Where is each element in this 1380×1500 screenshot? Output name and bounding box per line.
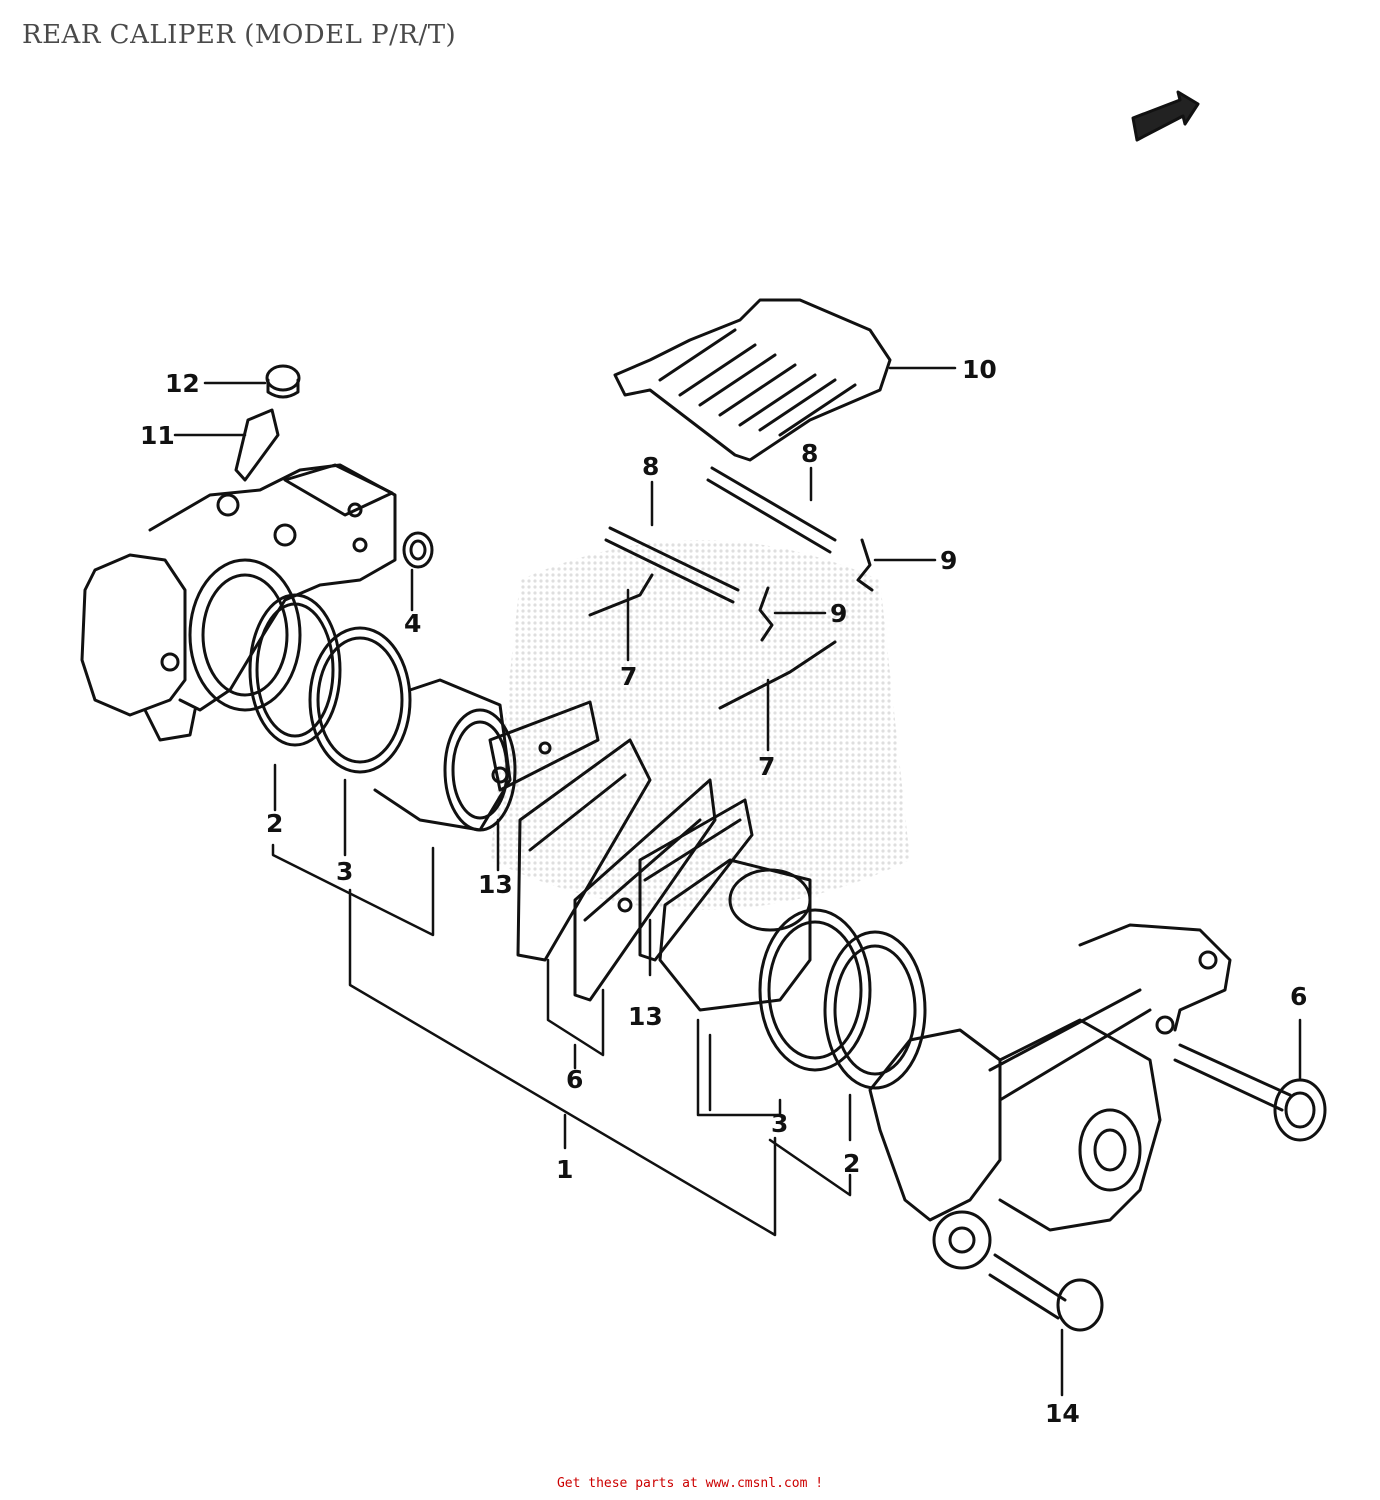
callout-labels: 12 11 10 8 8 9 9 4 7 7 2 3 13 13 6 1 3 2… <box>140 355 1307 1428</box>
spring-clip-7-upper <box>588 573 654 617</box>
callout-8a: 8 <box>642 452 659 481</box>
piston-seal-left <box>248 593 342 747</box>
callout-12: 12 <box>165 369 200 398</box>
spring-clip-7-lower <box>718 640 837 710</box>
callout-3a: 3 <box>336 857 353 886</box>
bleeder-cap-12 <box>265 364 301 399</box>
dust-seal-right <box>758 908 872 1072</box>
callout-9b: 9 <box>830 599 847 628</box>
footer-link[interactable]: Get these parts at www.cmsnl.com ! <box>556 1476 824 1491</box>
leader-lines <box>173 366 1302 1397</box>
callout-2a: 2 <box>266 809 283 838</box>
pad-shim-13-right <box>638 798 754 962</box>
clip-9-lower <box>758 586 774 642</box>
pad-pin-8-lower <box>604 526 740 604</box>
mounting-bolt-14 <box>988 1253 1104 1332</box>
brake-pad-right <box>573 778 717 1002</box>
callout-6a: 6 <box>566 1065 583 1094</box>
piston-left <box>373 678 517 832</box>
callout-4: 4 <box>404 609 421 638</box>
callout-7a: 7 <box>620 662 637 691</box>
callout-1: 1 <box>556 1155 573 1184</box>
callout-7b: 7 <box>758 752 775 781</box>
plug-4 <box>402 531 434 569</box>
mounting-bolt-6 <box>1173 1043 1327 1142</box>
brake-pad-left <box>516 738 652 962</box>
front-arrow-icon <box>1131 90 1200 142</box>
pad-shim-13-left <box>488 700 600 792</box>
callout-6b: 6 <box>1290 982 1307 1011</box>
callout-13b: 13 <box>628 1002 663 1031</box>
callout-10: 10 <box>962 355 997 384</box>
clip-9-upper <box>856 538 874 592</box>
callout-13a: 13 <box>478 870 513 899</box>
callout-14: 14 <box>1045 1399 1080 1428</box>
piston-seal-right <box>823 930 927 1090</box>
callout-8b: 8 <box>801 439 818 468</box>
left-caliper-body <box>80 463 397 742</box>
pad-pin-8-upper <box>706 466 837 554</box>
callout-3b: 3 <box>771 1109 788 1138</box>
right-caliper-body <box>868 923 1232 1270</box>
piston-right <box>658 858 812 1012</box>
callout-11: 11 <box>140 421 175 450</box>
callout-2b: 2 <box>843 1149 860 1178</box>
watermark-logo <box>490 540 910 910</box>
callout-9a: 9 <box>940 546 957 575</box>
page-title: REAR CALIPER (MODEL P/R/T) <box>22 20 457 50</box>
dust-seal-left <box>308 626 412 774</box>
pad-spring-10 <box>613 298 892 462</box>
bleeder-valve-11 <box>234 408 280 482</box>
